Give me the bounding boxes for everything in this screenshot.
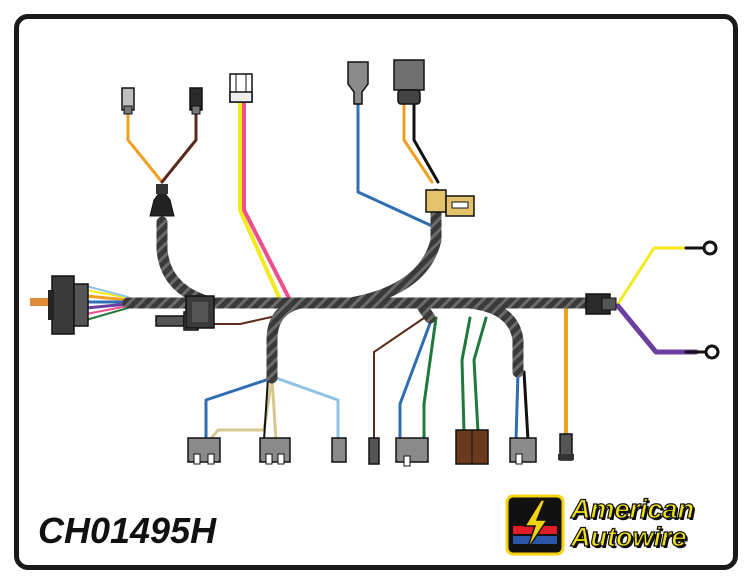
- wire-pink: [242, 100, 294, 306]
- connector-right-trunk: [585, 293, 617, 315]
- brand-logo-mark: [505, 494, 565, 556]
- wire-brown-mid: [213, 315, 277, 325]
- connector-bottom-3: [331, 437, 347, 463]
- junction-block: [185, 295, 215, 329]
- wire-orange-top: [402, 102, 434, 184]
- wire-green-bottom-c: [472, 316, 488, 434]
- wire-yellow: [238, 100, 284, 306]
- main-connector-left: [30, 275, 89, 335]
- connector-yellow-pink: [229, 73, 253, 103]
- brand-logo: American Autowire: [505, 493, 725, 556]
- wire-purple-right: [615, 303, 699, 355]
- connectors: [30, 59, 720, 467]
- wire-blue-top: [356, 98, 434, 228]
- connector-bottom-brown: [455, 429, 489, 465]
- wire-tan-b: [270, 376, 278, 442]
- wire-black-top: [412, 102, 440, 184]
- terminal-block: [425, 189, 475, 217]
- connector-bottom-7: [558, 433, 574, 461]
- lightning-bolt-icon: [523, 499, 549, 551]
- connector-bottom-6: [509, 437, 537, 465]
- wire-blue-bottom: [398, 316, 434, 442]
- connector-bottom-2: [259, 437, 291, 465]
- wire-brown-top-left: [160, 104, 198, 184]
- wire-tan-a: [208, 376, 274, 442]
- connector-top-left-a: [121, 87, 135, 115]
- connector-orange-black: [393, 59, 425, 105]
- part-number: CH01495H: [38, 510, 217, 551]
- wire-orange-top-left: [126, 104, 164, 184]
- wire-blue-bottom-left: [204, 376, 274, 442]
- wire-lightblue-bottom-left: [274, 376, 340, 442]
- wire-green-bottom-a: [422, 316, 438, 442]
- brand-name-line1: American: [570, 493, 695, 524]
- ring-terminal-top: [702, 240, 718, 256]
- wire-black-right-lower: [522, 370, 530, 442]
- harness-trunk: [122, 188, 596, 384]
- wires: [84, 98, 706, 442]
- wire-green-bottom-b: [460, 316, 472, 434]
- wire-yellow-right: [616, 246, 696, 306]
- connector-top-left-b: [189, 87, 203, 115]
- grommet: [149, 191, 175, 217]
- wire-blue-right-lower: [514, 370, 520, 442]
- wire-brown-bottom: [373, 317, 425, 441]
- connector-bottom-4: [368, 437, 380, 465]
- brand-name-line2: Autowire: [570, 521, 687, 552]
- connector-bottom-5: [395, 437, 429, 467]
- ring-terminal-bottom: [704, 344, 720, 360]
- connector-blue-top: [347, 61, 369, 105]
- wire-black-bottom-left: [263, 377, 269, 441]
- connector-bottom-1: [187, 437, 221, 465]
